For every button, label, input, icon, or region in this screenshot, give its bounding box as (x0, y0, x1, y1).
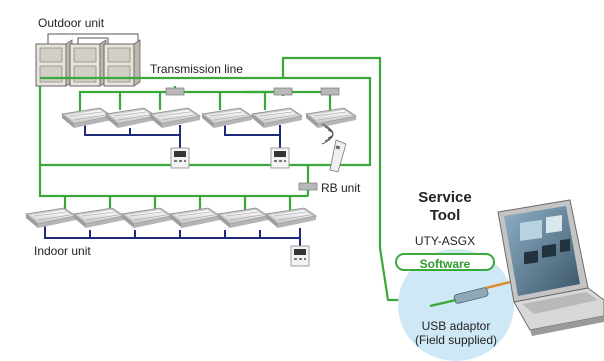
usb-adaptor-bubble (398, 249, 514, 361)
indoor-cassette-icon (25, 207, 317, 229)
service-tool-title-line2: Tool (429, 207, 461, 224)
rb-unit-icon (165, 87, 340, 191)
remote-control-line (44, 123, 301, 246)
outdoor-unit-label: Outdoor unit (38, 16, 105, 30)
indoor-cassette-icon (61, 107, 357, 129)
transmission-line-label: Transmission line (150, 62, 243, 76)
model-label: UTY-ASGX (414, 234, 476, 248)
usb-adaptor-label: USB adaptor (421, 319, 491, 333)
usb-adaptor-note: (Field supplied) (414, 333, 498, 347)
laptop-icon (497, 199, 604, 336)
service-tool-title-line1: Service (418, 189, 472, 206)
indoor-unit-label: Indoor unit (34, 244, 91, 258)
software-badge: Software (395, 253, 495, 271)
usb-adaptor-icon (429, 280, 511, 308)
wireless-remote-icon (321, 123, 347, 173)
rb-unit-label: RB unit (321, 181, 361, 195)
